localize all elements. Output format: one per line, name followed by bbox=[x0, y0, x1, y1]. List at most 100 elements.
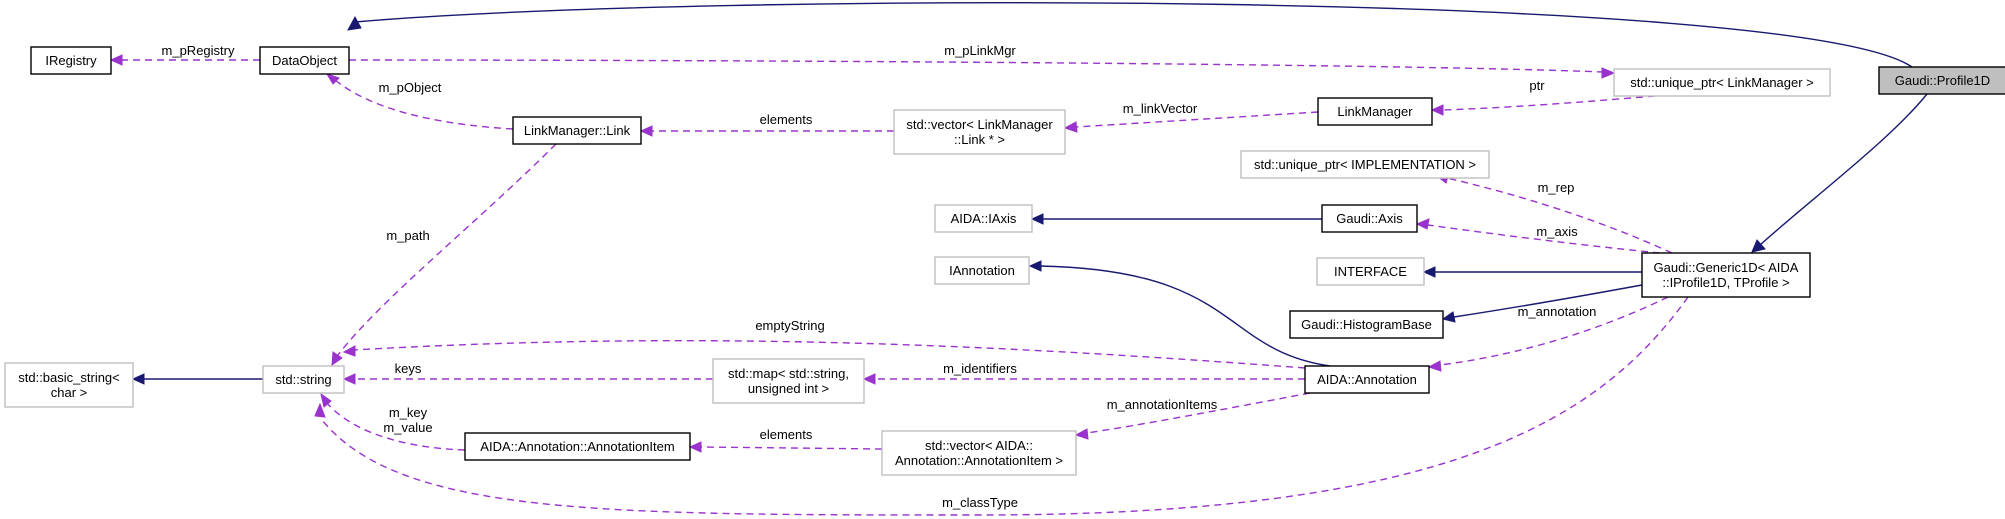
node-linkmanager[interactable]: LinkManager bbox=[1317, 97, 1433, 126]
node-basic-string[interactable]: std::basic_string<char > bbox=[4, 362, 134, 408]
node-iannotation-box bbox=[934, 256, 1030, 285]
node-std-string[interactable]: std::string bbox=[262, 365, 345, 394]
edge-elements-link-label: elements bbox=[760, 112, 813, 127]
node-dataobject-box bbox=[259, 46, 350, 75]
node-vector-link[interactable]: std::vector< LinkManager::Link * > bbox=[893, 109, 1066, 155]
node-unique-ptr-impl-label-line: std::unique_ptr< IMPLEMENTATION > bbox=[1254, 157, 1476, 172]
node-vector-link-label-line: std::vector< LinkManager bbox=[906, 117, 1053, 132]
node-profile1d[interactable]: Gaudi::Profile1D bbox=[1878, 66, 2005, 95]
node-annotation-item-box bbox=[464, 432, 691, 461]
node-profile1d-label: Gaudi::Profile1D bbox=[1895, 73, 1990, 88]
node-interface[interactable]: INTERFACE bbox=[1316, 257, 1425, 286]
node-annotation-item[interactable]: AIDA::Annotation::AnnotationItem bbox=[464, 432, 691, 461]
node-unique-ptr-impl-box bbox=[1240, 150, 1490, 179]
edge-m-path: m_path bbox=[331, 143, 557, 367]
edge-m-annotation-label-line: m_annotation bbox=[1518, 304, 1597, 319]
node-histogrambase[interactable]: Gaudi::HistogramBase bbox=[1289, 310, 1444, 339]
edge-m-classtype-label: m_classType bbox=[942, 495, 1018, 510]
edge-annotation-iannotation bbox=[1028, 260, 1331, 367]
edge-m-identifiers-label: m_identifiers bbox=[943, 361, 1017, 376]
node-dataobject[interactable]: DataObject bbox=[259, 46, 350, 75]
node-map-label-line: unsigned int > bbox=[748, 381, 829, 396]
edge-keys-arrowhead bbox=[342, 373, 356, 385]
edge-emptystring-line bbox=[353, 339, 1306, 369]
edge-m-pobject-label: m_pObject bbox=[379, 80, 442, 95]
node-std-string-box bbox=[262, 365, 345, 394]
node-dataobject-label: DataObject bbox=[272, 53, 337, 68]
node-iannotation-label: IAnnotation bbox=[949, 263, 1015, 278]
node-unique-ptr-impl[interactable]: std::unique_ptr< IMPLEMENTATION > bbox=[1240, 150, 1490, 179]
node-interface-label: INTERFACE bbox=[1334, 264, 1407, 279]
edge-ptr-arrowhead bbox=[1430, 104, 1444, 116]
edge-m-identifiers: m_identifiers bbox=[862, 361, 1305, 385]
edge-keys-label-line: keys bbox=[395, 361, 422, 376]
edge-profile1d-generic1d-arrowhead bbox=[1751, 239, 1766, 253]
node-aida-annotation[interactable]: AIDA::Annotation bbox=[1304, 365, 1430, 394]
edge-generic1d-histogrambase-line bbox=[1453, 284, 1643, 318]
edge-m-pobject-label-line: m_pObject bbox=[379, 80, 442, 95]
edge-m-linkvector-line bbox=[1075, 111, 1319, 128]
node-linkmanager-label-line: LinkManager bbox=[1337, 104, 1413, 119]
edge-axis-iaxis bbox=[1030, 213, 1322, 225]
edge-ptr-label: ptr bbox=[1529, 78, 1545, 93]
node-map-box bbox=[712, 358, 865, 404]
node-linkmanager-link[interactable]: LinkManager::Link bbox=[512, 116, 642, 145]
edge-m-pregistry-arrowhead bbox=[109, 54, 123, 66]
edge-ptr-label-line: ptr bbox=[1529, 78, 1545, 93]
edge-generic1d-histogrambase-arrowhead bbox=[1441, 311, 1456, 323]
edge-m-axis: m_axis bbox=[1415, 218, 1661, 254]
node-unique-ptr-linkmanager-box bbox=[1613, 68, 1831, 97]
node-generic1d[interactable]: Gaudi::Generic1D< AIDA::IProfile1D, TPro… bbox=[1641, 252, 1811, 298]
node-vector-item[interactable]: std::vector< AIDA::Annotation::Annotatio… bbox=[881, 430, 1077, 476]
node-aida-iaxis[interactable]: AIDA::IAxis bbox=[934, 204, 1033, 233]
node-histogrambase-label-line: Gaudi::HistogramBase bbox=[1301, 317, 1432, 332]
node-iregistry[interactable]: IRegistry bbox=[30, 46, 112, 75]
node-generic1d-label: Gaudi::Generic1D< AIDA::IProfile1D, TPro… bbox=[1654, 260, 1799, 290]
edge-m-annotationitems-arrowhead bbox=[1074, 428, 1089, 440]
edge-m-rep-label: m_rep bbox=[1538, 180, 1575, 195]
node-iregistry-box bbox=[30, 46, 112, 75]
edge-m-path-arrowhead bbox=[331, 351, 343, 367]
node-unique-ptr-impl-label: std::unique_ptr< IMPLEMENTATION > bbox=[1254, 157, 1476, 172]
edge-m-axis-line bbox=[1427, 224, 1661, 254]
edge-m-key-value-line bbox=[326, 402, 466, 451]
node-vector-link-box bbox=[893, 109, 1066, 155]
edge-string-basicstring-arrowhead bbox=[131, 373, 145, 385]
edge-profile1d-dataobject-arrowhead bbox=[347, 15, 362, 31]
edge-m-pobject-arrowhead bbox=[325, 73, 340, 85]
node-basic-string-label-line: char > bbox=[51, 385, 88, 400]
edge-m-identifiers-label-line: m_identifiers bbox=[943, 361, 1017, 376]
edge-m-annotation-line bbox=[1439, 296, 1669, 366]
edge-m-classtype-line bbox=[321, 296, 1689, 516]
edge-profile1d-dataobject bbox=[347, 2, 1913, 68]
node-aida-iaxis-label: AIDA::IAxis bbox=[951, 211, 1017, 226]
node-linkmanager-link-box bbox=[512, 116, 642, 145]
edge-elements-item-line bbox=[700, 446, 883, 450]
edge-m-linkvector-arrowhead bbox=[1063, 121, 1078, 133]
node-unique-ptr-linkmanager-label: std::unique_ptr< LinkManager > bbox=[1630, 75, 1814, 90]
edge-m-key-value-label-line: m_key bbox=[389, 405, 428, 420]
edge-m-classtype-arrowhead bbox=[314, 402, 326, 418]
node-vector-item-label-line: std::vector< AIDA:: bbox=[925, 438, 1033, 453]
edge-generic1d-interface bbox=[1422, 266, 1642, 278]
node-gaudi-axis-label: Gaudi::Axis bbox=[1336, 211, 1403, 226]
node-map[interactable]: std::map< std::string,unsigned int > bbox=[712, 358, 865, 404]
edge-annotation-iannotation-arrowhead bbox=[1028, 260, 1042, 272]
edge-elements-item: elements bbox=[688, 427, 883, 453]
node-gaudi-axis[interactable]: Gaudi::Axis bbox=[1321, 204, 1418, 233]
edge-m-axis-label-line: m_axis bbox=[1536, 224, 1578, 239]
edge-emptystring-label-line: emptyString bbox=[755, 318, 824, 333]
edge-m-classtype: m_classType bbox=[314, 296, 1689, 516]
node-iannotation[interactable]: IAnnotation bbox=[934, 256, 1030, 285]
edge-m-linkvector: m_linkVector bbox=[1063, 101, 1319, 133]
edge-m-path-line bbox=[337, 143, 557, 356]
edge-m-rep-label-line: m_rep bbox=[1538, 180, 1575, 195]
node-map-label: std::map< std::string,unsigned int > bbox=[728, 366, 849, 396]
edge-m-plinkmgr-label: m_pLinkMgr bbox=[944, 43, 1016, 58]
edge-m-plinkmgr-label-line: m_pLinkMgr bbox=[944, 43, 1016, 58]
edge-m-path-label: m_path bbox=[386, 228, 429, 243]
node-aida-iaxis-label-line: AIDA::IAxis bbox=[951, 211, 1017, 226]
edge-m-linkvector-label-line: m_linkVector bbox=[1123, 101, 1198, 116]
edge-m-rep-line bbox=[1446, 177, 1673, 254]
node-unique-ptr-linkmanager[interactable]: std::unique_ptr< LinkManager > bbox=[1613, 68, 1831, 97]
